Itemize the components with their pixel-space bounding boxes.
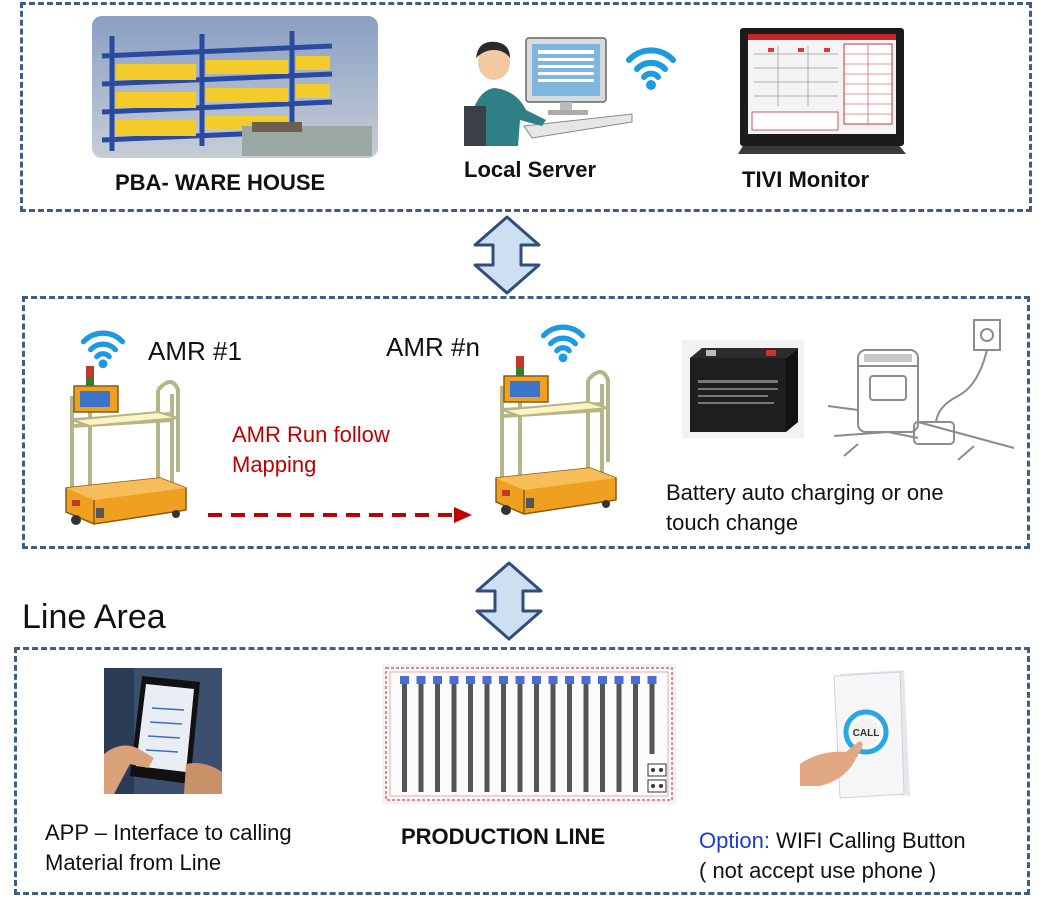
production-rail-cap <box>647 676 657 684</box>
production-rail-cap <box>466 676 475 684</box>
production-line-label: PRODUCTION LINE <box>401 824 606 849</box>
production-rail <box>468 680 473 792</box>
production-rail <box>616 680 622 792</box>
run-direction-arrow-icon <box>206 504 474 526</box>
line-area-title: Line Area <box>22 598 166 636</box>
option-label-line1: Option: WIFI Calling Button <box>699 826 966 856</box>
production-rail <box>402 680 407 792</box>
line-area-panel <box>14 647 1030 895</box>
wifi-icon <box>624 40 678 92</box>
call-button-text: CALL <box>853 728 880 739</box>
warehouse-image <box>92 16 378 158</box>
tivi-monitor-label: TIVI Monitor <box>742 167 870 192</box>
warehouse-panel <box>20 2 1032 212</box>
production-rail <box>583 680 589 792</box>
battery-label-line2: touch change <box>666 510 799 535</box>
production-rail-cap <box>433 676 442 684</box>
double-arrow-icon <box>472 214 542 296</box>
production-rail-cap <box>515 676 525 684</box>
production-rail <box>633 680 638 792</box>
phone-app-image <box>104 668 222 794</box>
option-prefix: Option: <box>699 828 770 853</box>
production-rail <box>517 680 523 792</box>
production-rail-cap <box>532 676 541 684</box>
local-server-label: Local Server <box>464 157 597 182</box>
wifi-icon <box>538 318 588 364</box>
battery-image <box>682 340 804 438</box>
production-line-image <box>382 664 676 804</box>
production-rail <box>600 680 605 792</box>
app-label-line2: Material from Line <box>45 850 222 875</box>
production-rail <box>534 680 539 792</box>
production-rail-cap <box>449 676 459 684</box>
production-rail-cap <box>598 676 607 684</box>
production-rail <box>567 680 572 792</box>
call-button-image[interactable]: CALL <box>800 668 912 800</box>
double-arrow-icon <box>474 560 544 642</box>
warehouse-label: PBA- WARE HOUSE <box>115 170 326 195</box>
app-label-line1: APP – Interface to calling <box>45 820 292 845</box>
production-rail <box>550 680 556 792</box>
tivi-monitor-image <box>738 26 906 154</box>
amr1-label: AMR #1 <box>148 336 242 366</box>
option-label-line2: ( not accept use phone ) <box>699 858 937 883</box>
production-rail <box>451 680 457 792</box>
production-rail <box>501 680 506 792</box>
production-rail <box>484 680 490 792</box>
amr-robot-image <box>490 350 620 528</box>
production-rail-cap <box>416 676 426 684</box>
production-rail-cap <box>631 676 640 684</box>
production-rail-cap <box>482 676 492 684</box>
production-rail <box>418 680 424 792</box>
battery-label-line1: Battery auto charging or one <box>666 480 944 505</box>
wifi-icon <box>78 324 128 370</box>
charging-station-image <box>828 306 1018 484</box>
production-rail-cap <box>548 676 558 684</box>
production-rail-cap <box>499 676 508 684</box>
amrn-label: AMR #n <box>386 332 480 362</box>
production-rail-cap <box>614 676 624 684</box>
local-server-image <box>464 34 634 146</box>
production-rail-cap <box>400 676 409 684</box>
production-rail <box>435 680 440 792</box>
amr-run-label-line1: AMR Run follow <box>232 422 390 447</box>
production-rail-cap <box>565 676 574 684</box>
option-text: WIFI Calling Button <box>769 828 966 853</box>
production-rail-cap <box>581 676 591 684</box>
amr-run-label-line2: Mapping <box>232 452 317 477</box>
amr-panel <box>22 296 1030 549</box>
production-rail <box>649 680 655 754</box>
amr-robot-image <box>60 360 190 538</box>
